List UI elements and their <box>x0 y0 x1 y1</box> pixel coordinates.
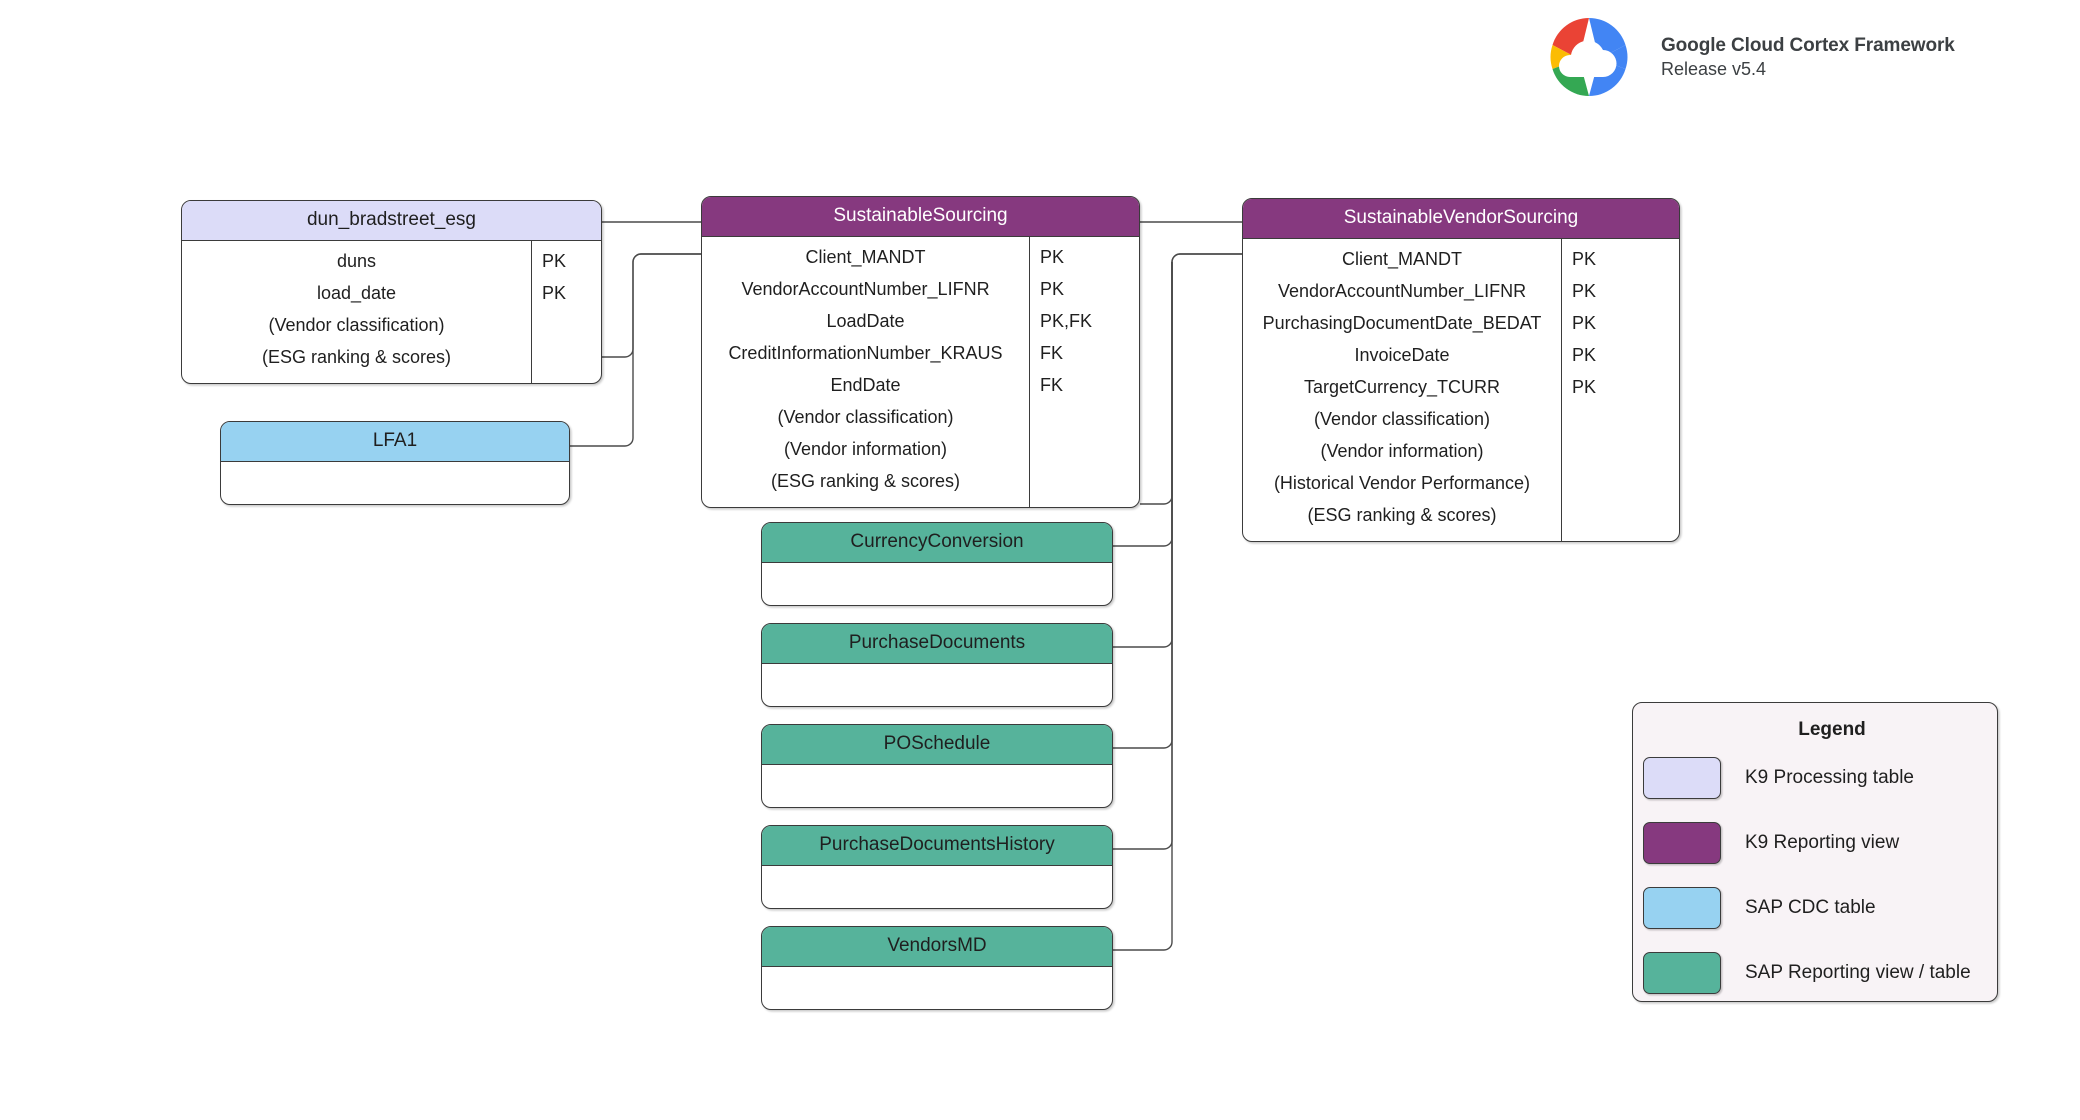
entity-field: VendorAccountNumber_LIFNR <box>741 279 990 299</box>
entity-key: PK <box>542 251 567 271</box>
entity-po-schedule[interactable]: POSchedule <box>761 724 1113 808</box>
entity-field: LoadDate <box>826 311 905 331</box>
legend-item-sap-cdc-table: SAP CDC table <box>1633 881 1997 935</box>
entity-field-list <box>762 967 1112 1009</box>
entity-field: (ESG ranking & scores) <box>1307 505 1497 525</box>
entity-field: (ESG ranking & scores) <box>261 347 452 367</box>
entity-title: LFA1 <box>221 422 569 462</box>
entity-key: PK <box>1572 249 1597 269</box>
entity-field: (Vendor classification) <box>777 407 954 427</box>
entity-sustainable-sourcing[interactable]: SustainableSourcing Client_MANDT VendorA… <box>701 196 1140 508</box>
entity-key-list: PK PK <box>531 241 601 383</box>
entity-field-list <box>762 765 1112 807</box>
legend-swatch <box>1643 822 1721 864</box>
entity-key <box>1030 465 1139 497</box>
legend-panel: Legend K9 Processing table K9 Reporting … <box>1632 702 1998 1002</box>
entity-key <box>1562 435 1679 467</box>
entity-field: (Historical Vendor Performance) <box>1273 473 1531 493</box>
legend-swatch <box>1643 757 1721 799</box>
entity-key: PK <box>1572 377 1597 397</box>
entity-field: (Vendor information) <box>1320 441 1484 461</box>
entity-key: PK <box>542 283 567 303</box>
legend-label: K9 Processing table <box>1745 767 1914 788</box>
entity-title: SustainableVendorSourcing <box>1243 199 1679 239</box>
entity-lfa1[interactable]: LFA1 <box>220 421 570 505</box>
entity-key-list: PK PK PK PK PK <box>1561 239 1679 541</box>
legend-swatch <box>1643 952 1721 994</box>
entity-field-list <box>762 866 1112 908</box>
entity-field: VendorAccountNumber_LIFNR <box>1277 281 1527 301</box>
brand-title: Google Cloud Cortex Framework <box>1661 34 1955 56</box>
legend-label: K9 Reporting view <box>1745 832 1900 853</box>
entity-key: PK <box>1572 345 1597 365</box>
entity-key: FK <box>1040 375 1064 395</box>
entity-key: FK <box>1040 343 1064 363</box>
entity-key: PK,FK <box>1040 311 1093 331</box>
entity-vendors-md[interactable]: VendorsMD <box>761 926 1113 1010</box>
entity-field: (Vendor classification) <box>268 315 445 335</box>
entity-key: PK <box>1572 313 1597 333</box>
entity-field-list: duns load_date (Vendor classification) (… <box>182 241 531 383</box>
wire-vendorsmd-to-vendorsourcing <box>1113 262 1173 951</box>
entity-dun-bradstreet-esg[interactable]: dun_bradstreet_esg duns load_date (Vendo… <box>181 200 602 384</box>
legend-swatch <box>1643 887 1721 929</box>
entity-key <box>532 341 601 373</box>
entity-title: SustainableSourcing <box>702 197 1139 237</box>
entity-title: VendorsMD <box>762 927 1112 967</box>
brand-header: Google Cloud Cortex Framework Release v5… <box>1533 12 1955 102</box>
wire-dunbradstreet-secondary <box>602 253 701 358</box>
entity-field: CreditInformationNumber_KRAUS <box>728 343 1003 363</box>
entity-key: PK <box>1572 281 1597 301</box>
entity-field: PurchasingDocumentDate_BEDAT <box>1262 313 1542 333</box>
wire-sustainablesourcing-secondary <box>1140 253 1242 505</box>
entity-key <box>1030 401 1139 433</box>
entity-title: PurchaseDocuments <box>762 624 1112 664</box>
entity-key: PK <box>1040 279 1065 299</box>
legend-item-k9-reporting-view: K9 Reporting view <box>1633 816 1997 870</box>
legend-item-sap-reporting-view-table: SAP Reporting view / table <box>1633 946 1997 1000</box>
entity-title: POSchedule <box>762 725 1112 765</box>
entity-field-list: Client_MANDT VendorAccountNumber_LIFNR P… <box>1243 239 1561 541</box>
entity-field-list <box>762 563 1112 605</box>
legend-title: Legend <box>1798 719 1866 740</box>
entity-key: PK <box>1040 247 1065 267</box>
entity-key <box>532 309 601 341</box>
brand-release: Release v5.4 <box>1661 58 1767 79</box>
entity-field: Client_MANDT <box>1341 249 1463 269</box>
entity-field: Client_MANDT <box>805 247 926 267</box>
entity-field: (Vendor classification) <box>1313 409 1491 429</box>
google-cloud-logo-icon <box>1550 17 1628 97</box>
entity-purchase-documents[interactable]: PurchaseDocuments <box>761 623 1113 707</box>
entity-key <box>1562 499 1679 531</box>
entity-purchase-documents-history[interactable]: PurchaseDocumentsHistory <box>761 825 1113 909</box>
wire-lfa1-to-sustainablesourcing <box>570 253 701 447</box>
entity-title: dun_bradstreet_esg <box>182 201 601 241</box>
entity-field: (ESG ranking & scores) <box>770 471 961 491</box>
entity-key <box>1562 403 1679 435</box>
entity-field: load_date <box>316 283 397 303</box>
entity-field: InvoiceDate <box>1354 345 1450 365</box>
entity-key <box>1030 433 1139 465</box>
entity-currency-conversion[interactable]: CurrencyConversion <box>761 522 1113 606</box>
entity-field: TargetCurrency_TCURR <box>1303 377 1501 397</box>
entity-field: EndDate <box>830 375 901 395</box>
entity-sustainable-vendor-sourcing[interactable]: SustainableVendorSourcing Client_MANDT V… <box>1242 198 1680 542</box>
entity-field: (Vendor information) <box>783 439 948 459</box>
entity-field: duns <box>336 251 377 271</box>
entity-key-list: PK PK PK,FK FK FK <box>1029 237 1139 507</box>
entity-key <box>1562 467 1679 499</box>
legend-label: SAP CDC table <box>1745 897 1876 918</box>
entity-field-list: Client_MANDT VendorAccountNumber_LIFNR L… <box>702 237 1029 507</box>
entity-field-list <box>221 462 569 504</box>
legend-label: SAP Reporting view / table <box>1745 962 1971 983</box>
entity-title: CurrencyConversion <box>762 523 1112 563</box>
entity-title: PurchaseDocumentsHistory <box>762 826 1112 866</box>
legend-item-k9-processing-table: K9 Processing table <box>1633 751 1997 805</box>
entity-field-list <box>762 664 1112 706</box>
